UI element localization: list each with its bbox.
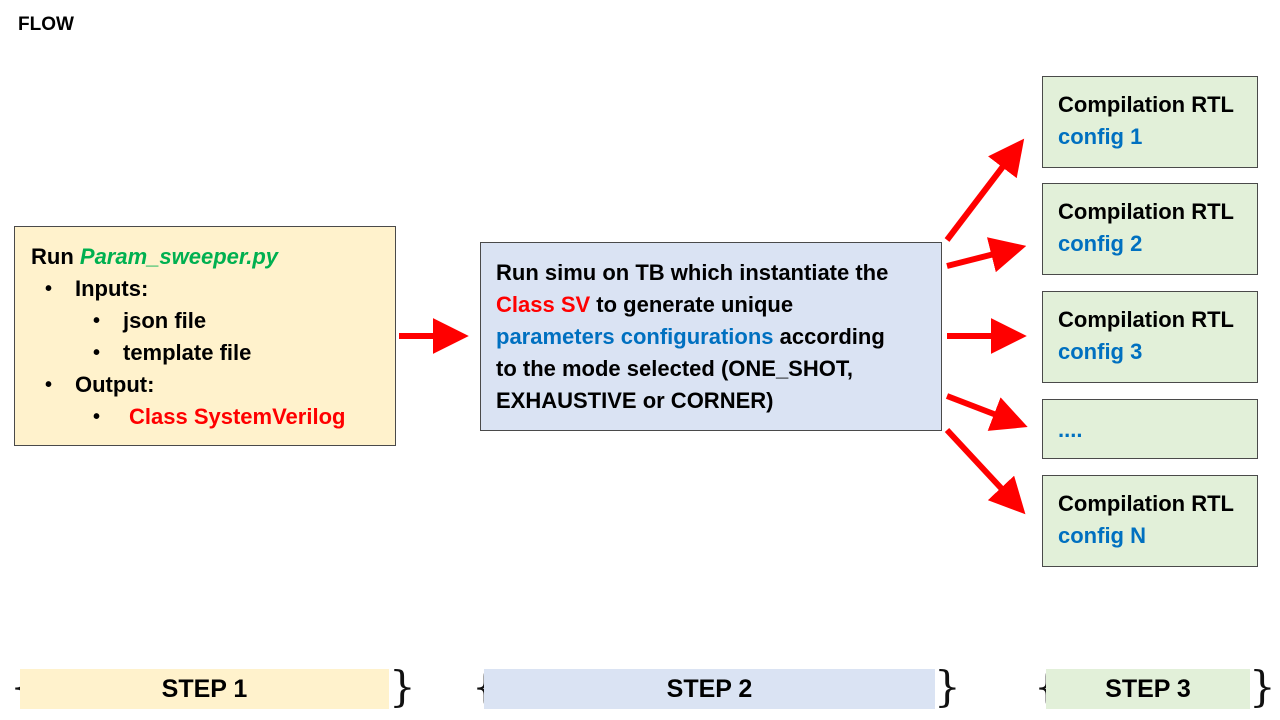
arrow-to-config-1 <box>944 138 1025 242</box>
run-line: Run Param_sweeper.py <box>31 241 395 273</box>
config-box-1: Compilation RTL config 1 <box>1042 76 1258 168</box>
bullet-icon: • <box>45 278 53 300</box>
arrow-to-config-2 <box>946 237 1027 273</box>
config-label: .... <box>1058 417 1083 442</box>
config-label: config N <box>1058 523 1146 548</box>
step2-box: Run simu on TB which instantiate the Cla… <box>480 242 942 431</box>
arrow-to-config-n <box>944 427 1026 515</box>
config-box-2: Compilation RTL config 2 <box>1042 183 1258 275</box>
config-label: config 1 <box>1058 124 1143 149</box>
brace-close-2: } <box>934 662 961 711</box>
step2-line3-rest: according <box>773 324 885 349</box>
input-template: template file <box>123 340 252 365</box>
step2-bar: STEP 2 <box>484 669 935 709</box>
step2-line2-rest: to generate unique <box>590 292 794 317</box>
step3-bar: STEP 3 <box>1046 669 1250 709</box>
step1-box: Run Param_sweeper.py • Inputs: • json fi… <box>14 226 396 446</box>
config-box-n: Compilation RTL config N <box>1042 475 1258 567</box>
config-title: Compilation RTL <box>1058 491 1234 516</box>
step2-line5: EXHAUSTIVE or CORNER) <box>496 388 774 413</box>
input-json: json file <box>123 308 207 333</box>
class-sv-text: Class SV <box>496 292 591 317</box>
config-title: Compilation RTL <box>1058 92 1234 117</box>
input-item: • template file <box>31 337 395 369</box>
config-box-ellipsis: .... <box>1042 399 1258 459</box>
page-title: FLOW <box>18 14 74 35</box>
bullet-icon: • <box>93 310 101 332</box>
brace-close-1: } <box>389 662 416 711</box>
step2-line3: parameters configurations according <box>496 321 941 353</box>
config-label: config 3 <box>1058 339 1143 364</box>
bullet-icon: • <box>93 406 101 428</box>
step2-line4: to the mode selected (ONE_SHOT, <box>496 356 853 381</box>
param-configs-text: parameters configurations <box>496 324 774 349</box>
run-label: Run <box>31 244 74 269</box>
output-line: • Output: <box>31 369 395 401</box>
step2-line1: Run simu on TB which instantiate the <box>496 260 889 285</box>
step2-line2: Class SV to generate unique <box>496 289 941 321</box>
script-name: Param_sweeper.py <box>79 244 279 269</box>
brace-close-3: } <box>1249 662 1276 711</box>
output-item: • Class SystemVerilog <box>31 401 395 433</box>
config-title: Compilation RTL <box>1058 199 1234 224</box>
config-title: Compilation RTL <box>1058 307 1234 332</box>
bullet-icon: • <box>45 374 53 396</box>
output-label: Output: <box>75 372 155 397</box>
config-label: config 2 <box>1058 231 1143 256</box>
bullet-icon: • <box>93 342 101 364</box>
step1-bar: STEP 1 <box>20 669 389 709</box>
output-class: Class SystemVerilog <box>129 404 346 429</box>
config-box-3: Compilation RTL config 3 <box>1042 291 1258 383</box>
inputs-label: Inputs: <box>75 276 149 301</box>
inputs-line: • Inputs: <box>31 273 395 305</box>
arrow-to-config-ellipsis <box>945 393 1028 431</box>
input-item: • json file <box>31 305 395 337</box>
